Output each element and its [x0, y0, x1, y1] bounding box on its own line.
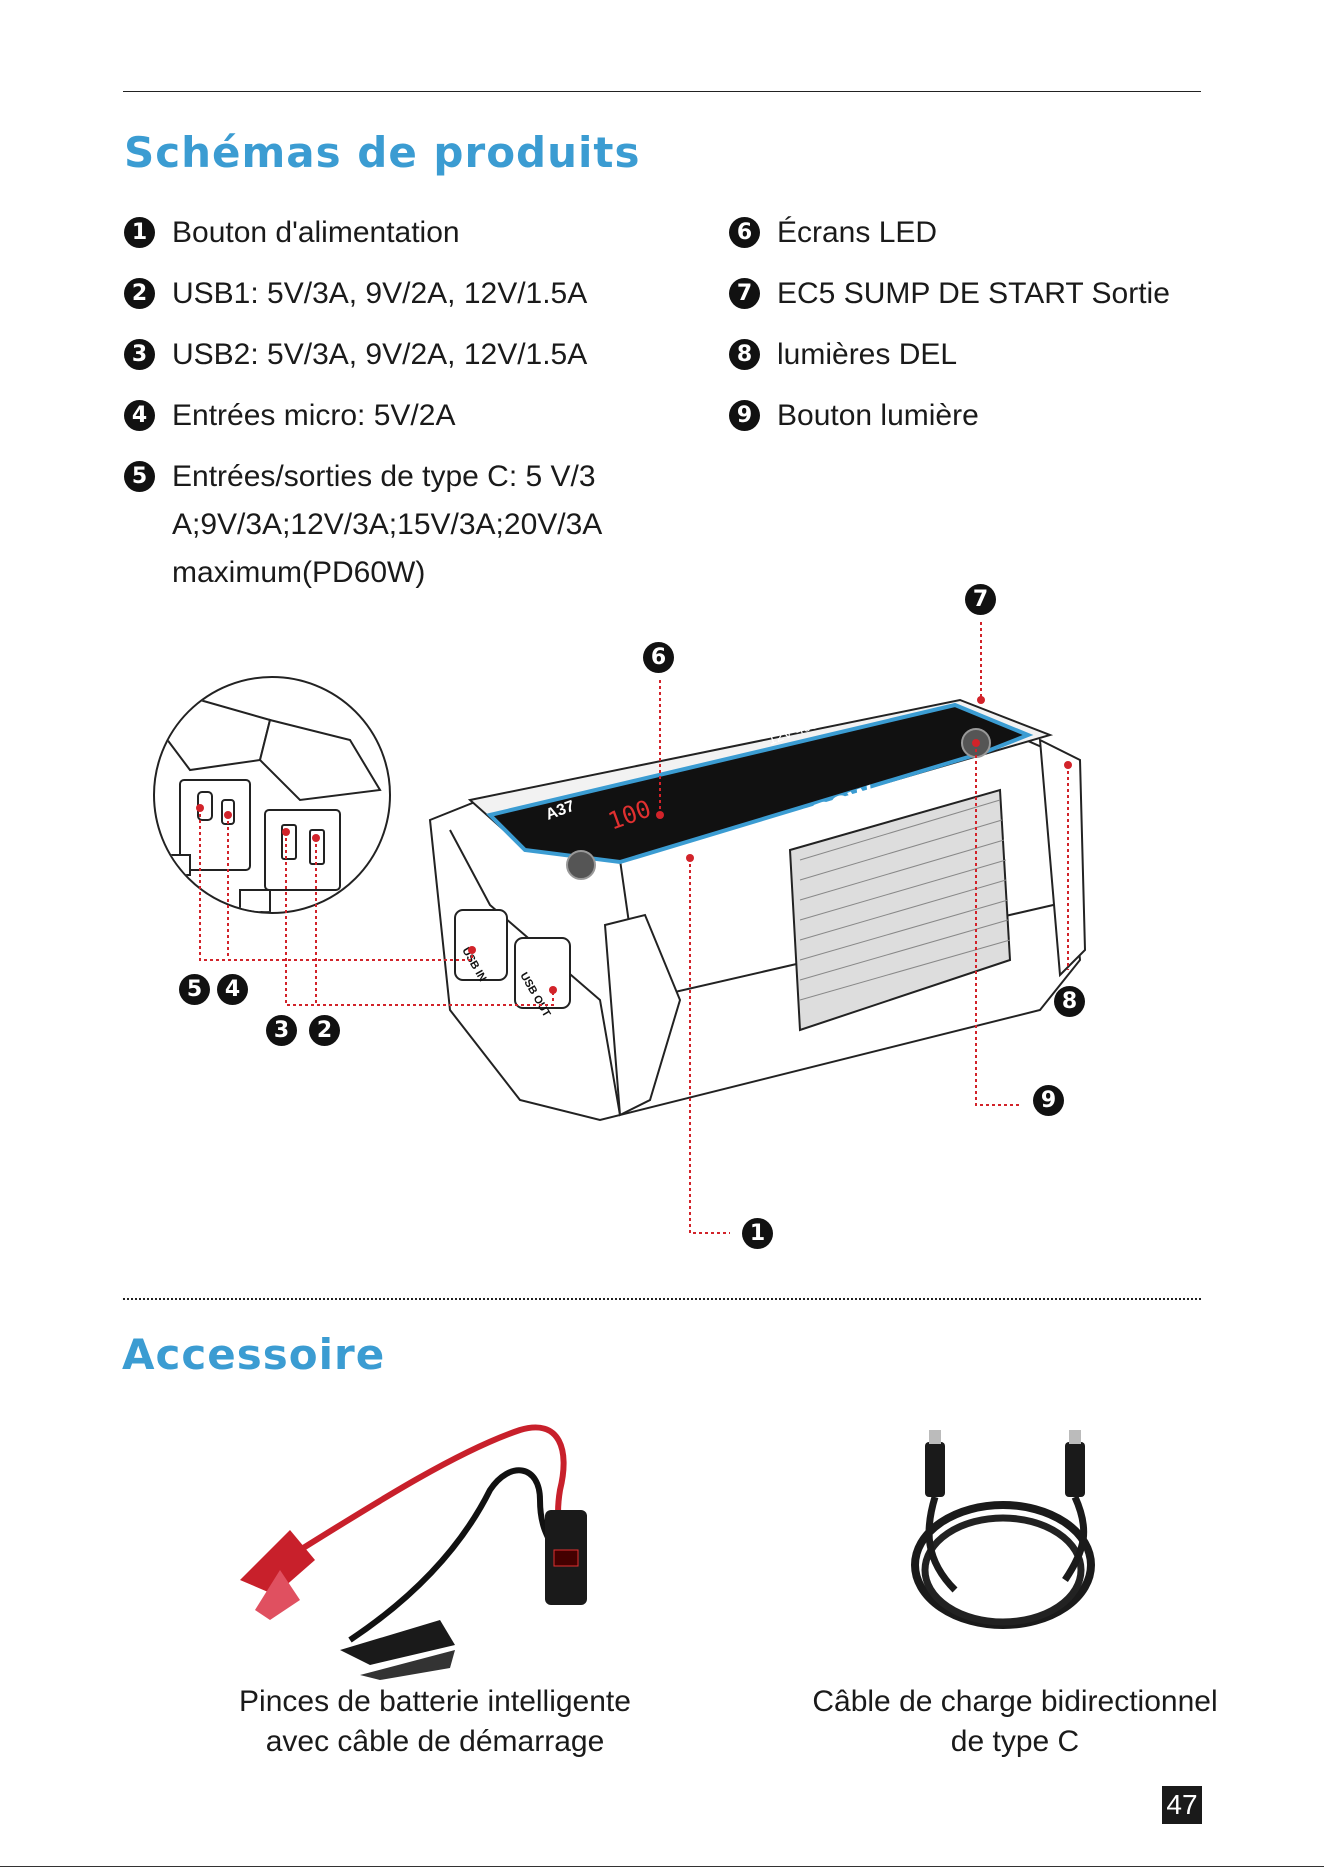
- port-detail-circle: [153, 676, 391, 914]
- legend-text: Bouton lumière: [777, 399, 979, 432]
- product-diagram: A37 100 AVAPOW 12V 4000A USB IN USB OUT: [153, 622, 1087, 1234]
- legend-number: 1: [124, 217, 155, 248]
- legend-text: USB1: 5V/3A, 9V/2A, 12V/1.5A: [172, 277, 588, 310]
- legend-number: 9: [729, 400, 760, 431]
- legend-text: lumières DEL: [777, 338, 958, 371]
- jump-starter-device: [428, 698, 1087, 1122]
- callout-6: 6: [643, 642, 674, 673]
- callout-7: 7: [965, 584, 996, 615]
- legend-text: Entrées micro: 5V/2A: [172, 399, 456, 432]
- legend-number: 2: [124, 278, 155, 309]
- clamps-caption-line2: avec câble de démarrage: [265, 1725, 605, 1758]
- legend-number: 5: [124, 461, 155, 492]
- legend-item-2: 2 USB1: 5V/3A, 9V/2A, 12V/1.5A: [124, 270, 587, 318]
- clamps-caption-line1: Pinces de batterie intelligente: [239, 1685, 631, 1718]
- legend-number: 8: [729, 339, 760, 370]
- legend-number: 4: [124, 400, 155, 431]
- legend-text: Écrans LED: [777, 216, 938, 249]
- battery-clamps-image: [240, 1424, 587, 1680]
- legend-item-4: 4 Entrées micro: 5V/2A: [124, 392, 455, 440]
- legend-number: 3: [124, 339, 155, 370]
- legend-item-1: 1 Bouton d'alimentation: [124, 209, 460, 257]
- callout-8: 8: [1054, 986, 1085, 1017]
- legend-text: USB2: 5V/3A, 9V/2A, 12V/1.5A: [172, 338, 588, 371]
- leader-dots: [196, 696, 1072, 994]
- section-title-accessories: Accessoire: [122, 1330, 386, 1379]
- legend-text: Bouton d'alimentation: [172, 216, 460, 249]
- legend-item-3: 3 USB2: 5V/3A, 9V/2A, 12V/1.5A: [124, 331, 587, 379]
- legend-text: EC5 SUMP DE START Sortie: [777, 277, 1170, 310]
- legend-item-6: 6 Écrans LED: [729, 209, 937, 257]
- legend-item-9: 9 Bouton lumière: [729, 392, 979, 440]
- callout-9: 9: [1033, 1085, 1064, 1116]
- clamps-caption: Pinces de batterie intelligente avec câb…: [200, 1682, 670, 1762]
- cable-caption-line2: de type C: [950, 1725, 1080, 1758]
- legend-item-8: 8 lumières DEL: [729, 331, 957, 379]
- callout-5: 5: [179, 974, 210, 1005]
- bottom-rule: [0, 1866, 1324, 1867]
- legend-number: 6: [729, 217, 760, 248]
- callout-2: 2: [309, 1015, 340, 1046]
- page-number: 47: [1162, 1786, 1202, 1824]
- typec-cable-image: [911, 1430, 1095, 1629]
- section-separator: [123, 1298, 1201, 1300]
- legend-item-7: 7 EC5 SUMP DE START Sortie: [729, 270, 1170, 318]
- section-title-schematics: Schémas de produits: [124, 128, 641, 177]
- legend-text: Entrées/sorties de type C: 5 V/3 A;9V/3A…: [172, 460, 601, 589]
- callout-3: 3: [266, 1015, 297, 1046]
- legend-number: 7: [729, 278, 760, 309]
- leader-lines: [199, 622, 1069, 1234]
- callout-4: 4: [217, 974, 248, 1005]
- callout-1: 1: [742, 1218, 773, 1249]
- cable-caption-line1: Câble de charge bidirectionnel: [812, 1685, 1218, 1718]
- top-rule: [123, 91, 1201, 92]
- cable-caption: Câble de charge bidirectionnel de type C: [780, 1682, 1250, 1762]
- legend-item-5: 5 Entrées/sorties de type C: 5 V/3 A;9V/…: [124, 453, 664, 597]
